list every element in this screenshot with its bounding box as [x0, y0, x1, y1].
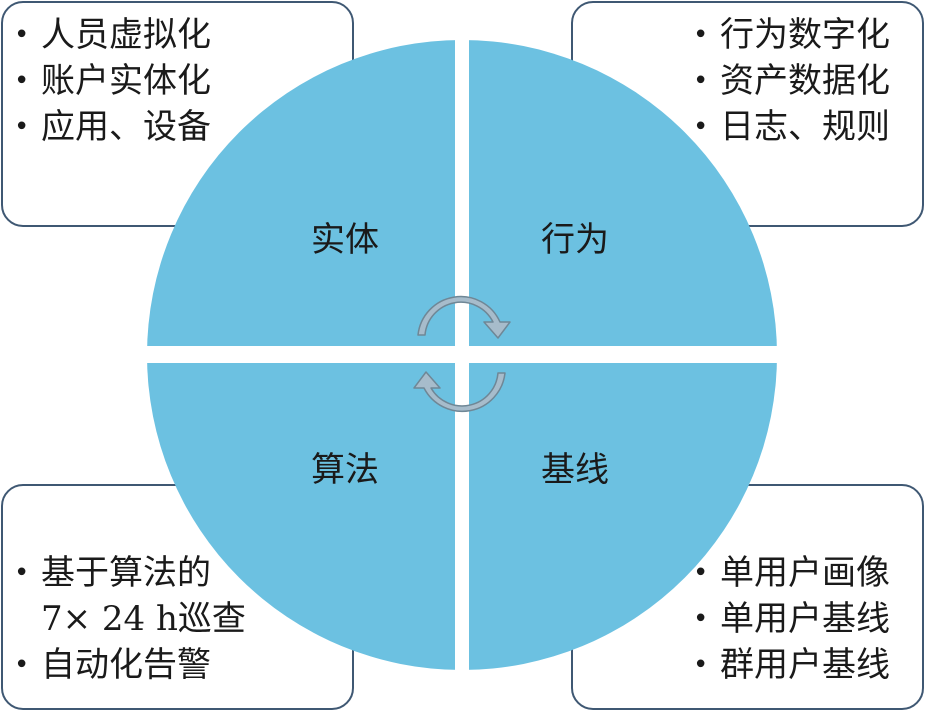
bullet-item: 资产数据化 — [693, 58, 890, 104]
bullet-item: 群用户基线 — [693, 642, 890, 688]
quadrant-label-top-left: 实体 — [311, 220, 379, 260]
quadrant-label-bottom-right: 基线 — [541, 450, 609, 490]
cycle-arrow-lower — [413, 371, 506, 413]
quadrant-label-top-right: 行为 — [541, 220, 609, 260]
bullet-item: 应用、设备 — [14, 104, 211, 150]
bullet-item: 自动化告警 — [14, 642, 246, 688]
bullet-item: 单用户基线 — [693, 596, 890, 642]
bullet-item: 人员虚拟化 — [14, 12, 211, 58]
bullet-item-continuation: 7× 24 h巡查 — [41, 599, 246, 639]
bullet-item: 单用户画像 — [693, 550, 890, 596]
bullet-list-bottom-right: 单用户画像 单用户基线 群用户基线 — [693, 550, 890, 688]
bullet-list-top-right: 行为数字化 资产数据化 日志、规则 — [693, 12, 890, 150]
bullet-item: 行为数字化 — [693, 12, 890, 58]
bullet-item: 日志、规则 — [693, 104, 890, 150]
bullet-list-top-left: 人员虚拟化 账户实体化 应用、设备 — [14, 12, 211, 150]
bullet-item: 账户实体化 — [14, 58, 211, 104]
bullet-item: 基于算法的 — [14, 550, 246, 596]
bullet-list-bottom-left: 基于算法的 7× 24 h巡查 自动化告警 — [14, 550, 246, 688]
quadrant-label-bottom-left: 算法 — [311, 450, 379, 490]
cycle-arrow-upper — [417, 295, 511, 339]
cycle-arrow-icon — [413, 295, 511, 413]
